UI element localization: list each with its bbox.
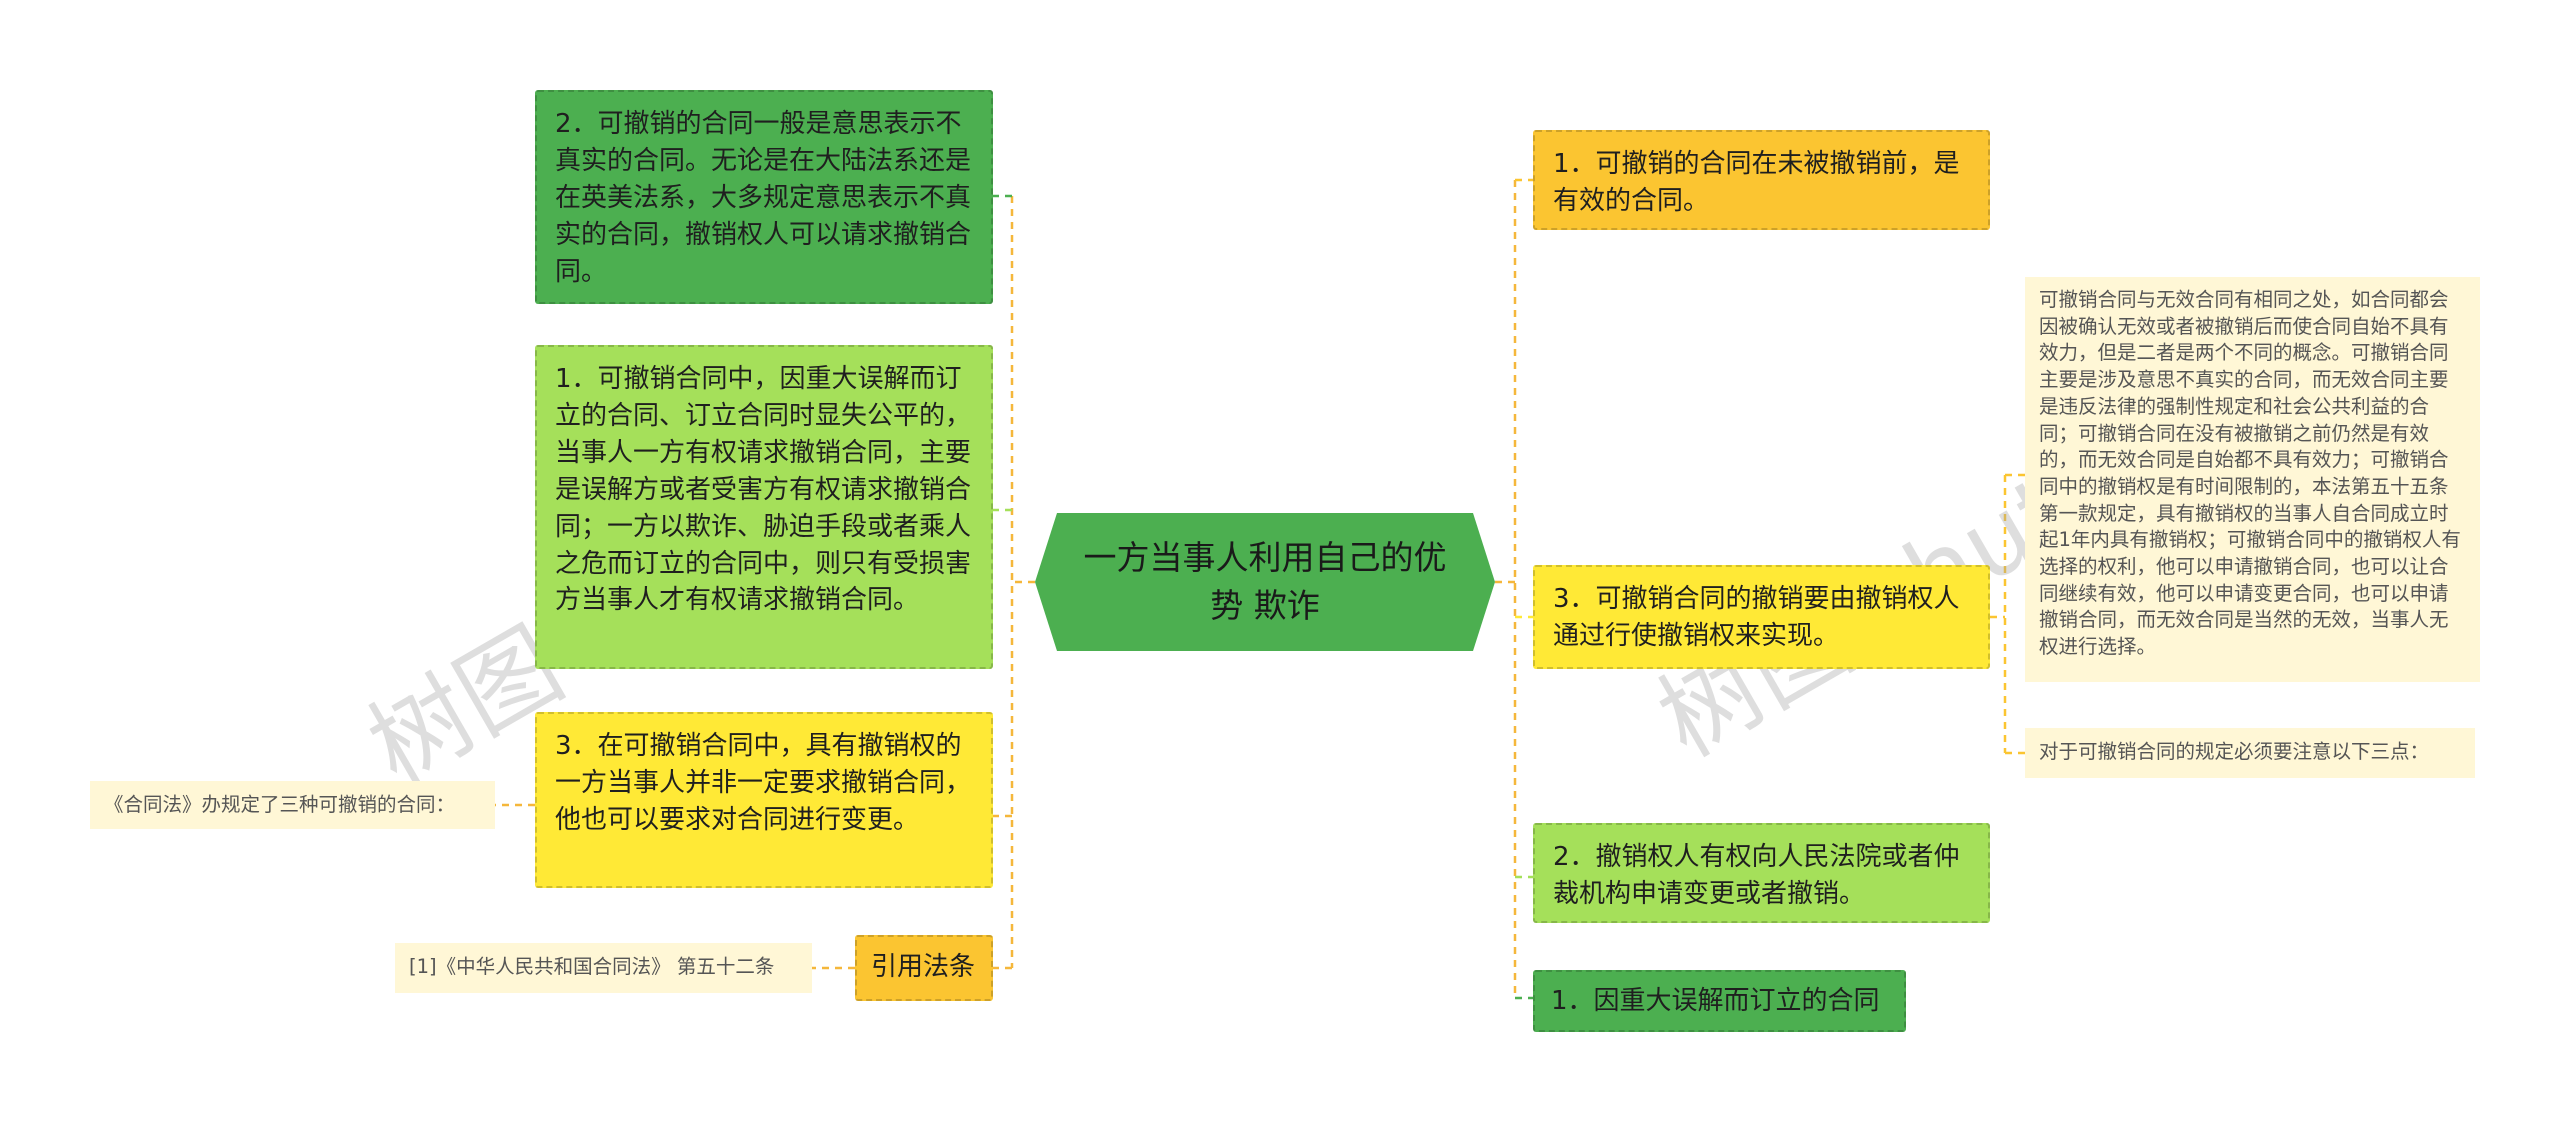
cite-note[interactable]: [1]《中华人民共和国合同法》 第五十二条 — [395, 943, 812, 993]
central-topic[interactable]: 一方当事人利用自己的优势 欺诈 — [1035, 513, 1495, 651]
note-right-3-points[interactable]: 对于可撤销合同的规定必须要注意以下三点： — [2025, 728, 2475, 778]
note-left-3-label: 《合同法》办规定了三种可撤销的合同： — [104, 793, 456, 816]
note-right-3-detail[interactable]: 可撤销合同与无效合同有相同之处，如合同都会因被确认无效或者被撤销后而使合同自始不… — [2025, 277, 2480, 682]
topic-right-1-label: 1．可撤销的合同在未被撤销前，是有效的合同。 — [1553, 149, 1960, 216]
topic-left-3-label: 3．在可撤销合同中，具有撤销权的一方当事人并非一定要求撤销合同，他也可以要求对合… — [555, 731, 972, 835]
cite-note-label: [1]《中华人民共和国合同法》 第五十二条 — [409, 955, 775, 978]
topic-left-1-label: 1．可撤销合同中，因重大误解而订立的合同、订立合同时显失公平的，当事人一方有权请… — [555, 364, 972, 616]
connector-r3-notes — [1990, 473, 2025, 755]
topic-left-2[interactable]: 2．可撤销的合同一般是意思表示不真实的合同。无论是在大陆法系还是在英美法系，大多… — [535, 90, 993, 304]
topic-right-2-label: 2．撤销权人有权向人民法院或者仲裁机构申请变更或者撤销。 — [1553, 842, 1960, 909]
topic-right-2[interactable]: 2．撤销权人有权向人民法院或者仲裁机构申请变更或者撤销。 — [1533, 823, 1990, 923]
topic-left-1[interactable]: 1．可撤销合同中，因重大误解而订立的合同、订立合同时显失公平的，当事人一方有权请… — [535, 345, 993, 669]
connector-right-trunk — [1495, 180, 1517, 998]
central-topic-label: 一方当事人利用自己的优势 欺诈 — [1083, 538, 1447, 625]
topic-right-3-label: 3．可撤销合同的撤销要由撤销权人通过行使撤销权来实现。 — [1553, 584, 1960, 651]
connector-left-trunk — [1010, 196, 1035, 968]
topic-right-3[interactable]: 3．可撤销合同的撤销要由撤销权人通过行使撤销权来实现。 — [1533, 565, 1990, 669]
cite-node-label: 引用法条 — [871, 952, 976, 982]
note-right-3-detail-label: 可撤销合同与无效合同有相同之处，如合同都会因被确认无效或者被撤销后而使合同自始不… — [2039, 288, 2461, 659]
topic-left-3[interactable]: 3．在可撤销合同中，具有撤销权的一方当事人并非一定要求撤销合同，他也可以要求对合… — [535, 712, 993, 888]
topic-right-1[interactable]: 1．可撤销的合同在未被撤销前，是有效的合同。 — [1533, 130, 1990, 230]
cite-node[interactable]: 引用法条 — [855, 935, 993, 1001]
note-right-3-points-label: 对于可撤销合同的规定必须要注意以下三点： — [2039, 740, 2430, 763]
topic-left-2-label: 2．可撤销的合同一般是意思表示不真实的合同。无论是在大陆法系还是在英美法系，大多… — [555, 109, 972, 287]
note-left-3[interactable]: 《合同法》办规定了三种可撤销的合同： — [90, 781, 495, 829]
topic-right-0-label: 1．因重大误解而订立的合同 — [1551, 986, 1880, 1016]
topic-right-0[interactable]: 1．因重大误解而订立的合同 — [1533, 970, 1906, 1032]
